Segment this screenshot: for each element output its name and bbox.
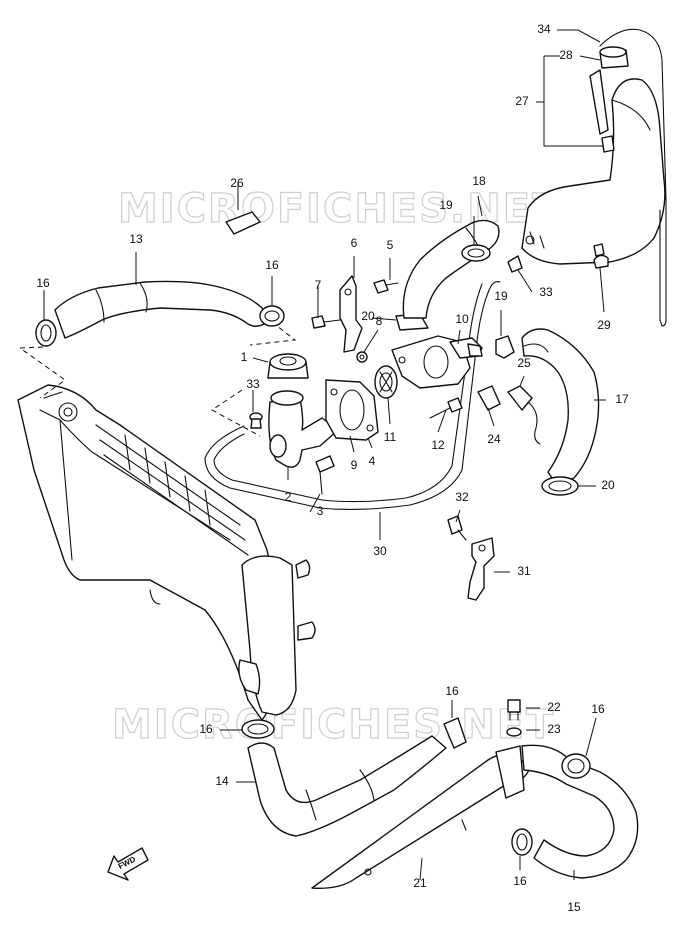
bolt-3 [315, 455, 335, 495]
callout-33: 33 [246, 377, 260, 391]
hose-14 [247, 735, 447, 837]
callout-32: 32 [455, 490, 469, 504]
bolt-32 [447, 515, 467, 541]
callout-21: 21 [413, 876, 427, 890]
bolt-5 [373, 279, 399, 294]
hose-13 [54, 280, 271, 339]
callout-11: 11 [384, 430, 397, 444]
clamp-16-upper-left [35, 319, 57, 347]
callout-19: 19 [494, 289, 508, 303]
callout-12: 12 [431, 438, 445, 452]
callout-19: 19 [439, 198, 453, 212]
thermostat-housing-4 [325, 379, 379, 441]
callout-9: 9 [351, 458, 358, 472]
callout-6: 6 [351, 236, 358, 250]
clamp-16-lower-left [241, 719, 275, 739]
callout-28: 28 [559, 48, 573, 62]
callout-23: 23 [547, 722, 561, 736]
clamp-19-upper [461, 244, 491, 262]
callout-30: 30 [373, 544, 387, 558]
callout-24: 24 [487, 432, 501, 446]
clamp-16-lower-right [561, 753, 591, 779]
radiator [17, 384, 316, 721]
pipe-21 [311, 745, 531, 889]
callout-17: 17 [615, 392, 629, 406]
callout-labels: 16 13 16 26 1 33 2 3 7 6 5 8 9 4 11 12 2… [36, 22, 629, 914]
thermostat-cover-10 [391, 335, 483, 389]
bolt-33-left [249, 412, 263, 429]
callout-10: 10 [455, 312, 469, 326]
callout-8: 8 [376, 314, 383, 328]
callout-16: 16 [36, 276, 50, 290]
callout-3: 3 [317, 504, 324, 518]
callout-27: 27 [515, 94, 529, 108]
callout-15: 15 [567, 900, 581, 914]
cover-26 [225, 211, 261, 235]
breather-hose-34 [599, 28, 667, 327]
clamp-16-upper-right [259, 305, 285, 327]
callout-4: 4 [369, 454, 376, 468]
hose-15 [521, 744, 639, 879]
callout-20: 20 [361, 309, 375, 323]
tank-cap-28 [599, 46, 629, 69]
fwd-arrow-icon: FWD [107, 847, 149, 881]
callout-33: 33 [539, 285, 553, 299]
washer-8 [356, 351, 368, 363]
callout-16: 16 [513, 874, 527, 888]
callout-14: 14 [215, 774, 229, 788]
radiator-cap-1 [267, 353, 309, 379]
callout-20: 20 [601, 478, 615, 492]
callout-5: 5 [387, 238, 394, 252]
callout-34: 34 [537, 22, 551, 36]
tank-fitting [601, 135, 615, 153]
bolt-7 [311, 315, 341, 329]
filler-neck-2 [268, 390, 339, 468]
clamp-16-bottom [511, 828, 533, 856]
clamp-19-lower [495, 335, 515, 359]
bracket-31 [467, 537, 495, 601]
callout-26: 26 [230, 176, 244, 190]
sensor-25 [507, 385, 541, 445]
bolt-29 [593, 243, 609, 269]
bolt-22 [507, 699, 521, 721]
dashed-leader-16b [249, 321, 297, 346]
hose-30 [204, 281, 501, 510]
thermostat-11 [374, 365, 398, 399]
dashed-leader-33 [211, 389, 261, 437]
callout-16: 16 [445, 684, 459, 698]
callout-29: 29 [597, 318, 611, 332]
watermark-bottom: MICROFICHES.NET [112, 702, 555, 748]
clamp-16-lower-mid [443, 717, 467, 749]
callout-16: 16 [591, 702, 605, 716]
reservoir-tank-27 [521, 78, 666, 265]
bracket-6 [339, 275, 363, 353]
callout-7: 7 [315, 278, 322, 292]
callout-1: 1 [241, 350, 248, 364]
leader-lines [43, 29, 606, 881]
callout-2: 2 [285, 490, 292, 504]
hose-17 [521, 328, 600, 485]
bolt-12 [429, 397, 463, 419]
bolt-33-right [507, 255, 523, 273]
callout-13: 13 [129, 232, 143, 246]
clamp-20-lower [541, 476, 579, 496]
callout-16: 16 [265, 258, 279, 272]
clip-24 [477, 385, 501, 411]
overflow-hose [589, 69, 609, 135]
washer-23 [506, 727, 522, 737]
callout-25: 25 [517, 356, 531, 370]
dashed-leader-16a [18, 346, 66, 399]
callout-16: 16 [199, 722, 213, 736]
callout-22: 22 [547, 700, 561, 714]
callout-31: 31 [517, 564, 531, 578]
callout-18: 18 [472, 174, 486, 188]
